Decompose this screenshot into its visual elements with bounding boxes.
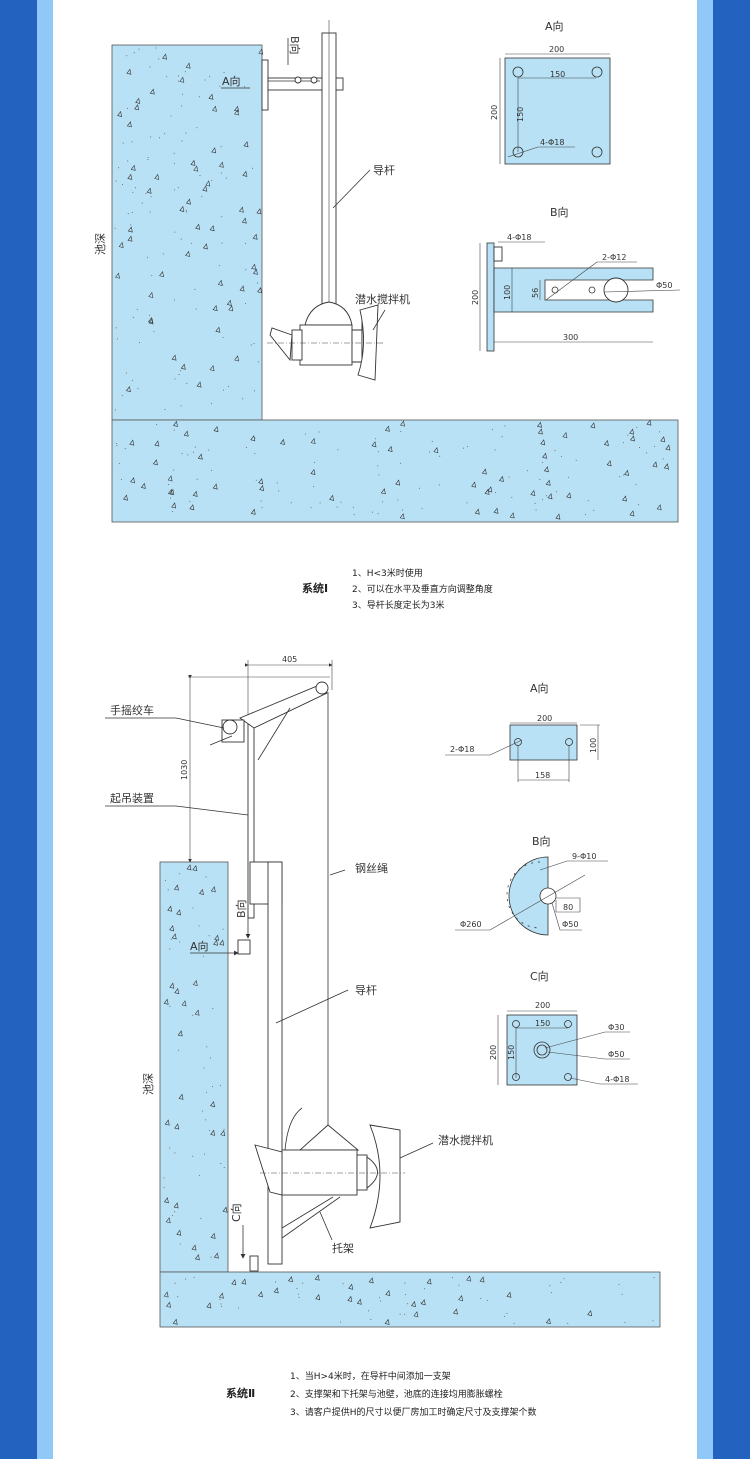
dim-height: 200 xyxy=(471,290,480,305)
a-direction-label: A向 xyxy=(190,939,209,953)
system1-notes: 系统Ⅰ 1、H<3米时使用 2、可以在水平及垂直方向调整角度 3、导杆长度定长为… xyxy=(302,567,493,611)
holes-label: 9-Φ10 xyxy=(572,852,596,861)
holes-label: 2-Φ18 xyxy=(450,745,474,754)
pool-depth-label: 池深 xyxy=(142,1073,155,1095)
dim-arm-height: 100 xyxy=(503,285,512,300)
dim-height: 200 xyxy=(489,1045,498,1060)
guide-rod xyxy=(267,861,283,1265)
note-item: 2、可以在水平及垂直方向调整角度 xyxy=(352,583,493,595)
system1-diagram: 池深 B向 A向 导杆 潜水搅拌机 A向 xyxy=(94,19,681,611)
concrete-texture xyxy=(163,864,655,1325)
system2-view-b: B向 9-Φ10 Φ260 Φ50 80 xyxy=(455,834,608,936)
dim-width: 200 xyxy=(535,1001,550,1010)
dim-hole-spacing-x: 150 xyxy=(550,70,565,79)
dim-reach: 405 xyxy=(282,655,297,664)
right-border-dark xyxy=(713,0,750,1459)
system1-view-b: B向 4-Φ18 200 100 56 2-Φ12 Φ50 300 xyxy=(471,205,681,352)
view-a-title: A向 xyxy=(545,19,564,33)
dim-hole-spacing-y: 150 xyxy=(516,107,525,122)
inner-dia-label: Φ50 xyxy=(562,920,578,929)
offset-label: 80 xyxy=(563,903,573,912)
guide-rod-label: 导杆 xyxy=(355,983,377,997)
d50-label: Φ50 xyxy=(608,1050,624,1059)
left-border-light xyxy=(37,0,53,1459)
c-direction-label: C向 xyxy=(229,1203,243,1222)
guide-rod-label: 导杆 xyxy=(373,163,395,177)
view-b-title: B向 xyxy=(532,834,551,848)
concrete-texture xyxy=(114,47,671,520)
note-item: 1、H<3米时使用 xyxy=(352,567,423,579)
outer-dia-label: Φ260 xyxy=(460,920,482,929)
note-item: 3、导杆长度定长为3米 xyxy=(352,599,444,611)
system2-diagram: 池深 405 1030 手摇绞车 起吊装置 钢丝绳 导杆 xyxy=(105,655,661,1418)
b-direction-label: B向 xyxy=(234,899,248,918)
note-item: 2、支撑架和下托架与池壁，池底的连接均用膨胀螺栓 xyxy=(290,1388,503,1400)
b-direction-label: B向 xyxy=(288,36,302,55)
right-border-light xyxy=(697,0,713,1459)
bolt-holes-label: 2-Φ12 xyxy=(602,253,626,262)
submersible-mixer xyxy=(267,301,385,381)
wall-plate xyxy=(261,59,269,111)
holes-label: 4-Φ18 xyxy=(605,1075,629,1084)
view-b-title: B向 xyxy=(550,205,569,219)
winch-label: 手摇绞车 xyxy=(110,703,154,717)
pool-wall xyxy=(111,44,263,421)
dim-width: 200 xyxy=(537,714,552,723)
submersible-mixer xyxy=(254,1107,405,1239)
note-item: 1、当H>4米时，在导杆中间添加一支架 xyxy=(290,1370,451,1382)
dim-length: 300 xyxy=(563,333,578,342)
pool-floor xyxy=(111,419,679,523)
dim-hole-spacing-y: 150 xyxy=(507,1045,516,1060)
bracket-label: 托架 xyxy=(332,1241,354,1255)
note-item: 3、请客户提供H的尺寸以便厂房加工时确定尺寸及支撑架个数 xyxy=(290,1406,537,1418)
system2-notes: 系统Ⅱ 1、当H>4米时，在导杆中间添加一支架 2、支撑架和下托架与池壁，池底的… xyxy=(226,1370,537,1418)
dim-slot: 56 xyxy=(531,288,540,298)
system1-view-a: A向 200 200 150 150 4-Φ18 xyxy=(490,19,611,165)
view-a-title: A向 xyxy=(530,681,549,695)
system2-view-c: C向 200 200 150 150 Φ30 Φ50 4-Φ18 xyxy=(489,969,638,1086)
dim-height: 1030 xyxy=(180,760,189,780)
d30-label: Φ30 xyxy=(608,1023,624,1032)
pool-depth-label: 池深 xyxy=(94,233,107,255)
mixer-label: 潜水搅拌机 xyxy=(438,1133,493,1147)
a-direction-label: A向 xyxy=(222,74,241,88)
system2-view-a: A向 200 100 158 2-Φ18 xyxy=(445,681,600,782)
dim-hole-spacing: 158 xyxy=(535,771,550,780)
dim-width: 200 xyxy=(549,45,564,54)
rope-label: 钢丝绳 xyxy=(355,861,388,875)
pool-wall xyxy=(159,861,229,1273)
dim-hole-spacing-x: 150 xyxy=(535,1019,550,1028)
pipe-dia-label: Φ50 xyxy=(656,281,672,290)
mixer-label: 潜水搅拌机 xyxy=(355,292,410,306)
view-c-title: C向 xyxy=(530,969,549,983)
holes-label: 4-Φ18 xyxy=(540,138,564,147)
left-border-dark xyxy=(0,0,37,1459)
dim-height: 100 xyxy=(589,738,598,753)
dim-height: 200 xyxy=(490,105,499,120)
notes-title: 系统Ⅱ xyxy=(226,1386,255,1400)
hoist-label: 起吊装置 xyxy=(110,792,154,805)
notes-title: 系统Ⅰ xyxy=(302,581,328,595)
plate-holes-label: 4-Φ18 xyxy=(507,233,531,242)
